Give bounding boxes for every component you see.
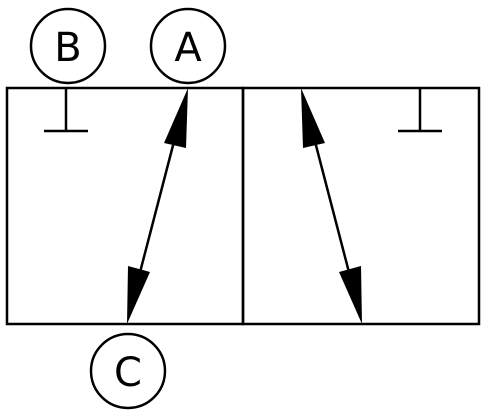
port-b-circle <box>29 7 107 85</box>
port-b: B <box>29 7 107 85</box>
arrowhead-down-right <box>339 266 362 324</box>
flow-arrow-right <box>301 88 362 324</box>
flow-arrow-left <box>127 88 188 324</box>
port-a: A <box>149 7 227 85</box>
port-c: C <box>89 332 167 410</box>
blocked-port-symbol-left <box>44 88 88 133</box>
blocked-port-symbol-right <box>398 88 442 133</box>
valve-body <box>5 86 481 326</box>
arrowhead-down-left <box>127 266 150 324</box>
port-a-label: A <box>174 25 202 71</box>
port-a-circle <box>149 7 227 85</box>
port-c-label: C <box>114 350 142 396</box>
port-c-circle <box>89 332 167 410</box>
valve-envelope-right <box>241 86 481 326</box>
arrowhead-up-left <box>164 88 188 148</box>
arrowhead-up-right <box>301 88 325 148</box>
port-b-label: B <box>54 25 81 71</box>
valve-envelope-left <box>5 86 245 326</box>
